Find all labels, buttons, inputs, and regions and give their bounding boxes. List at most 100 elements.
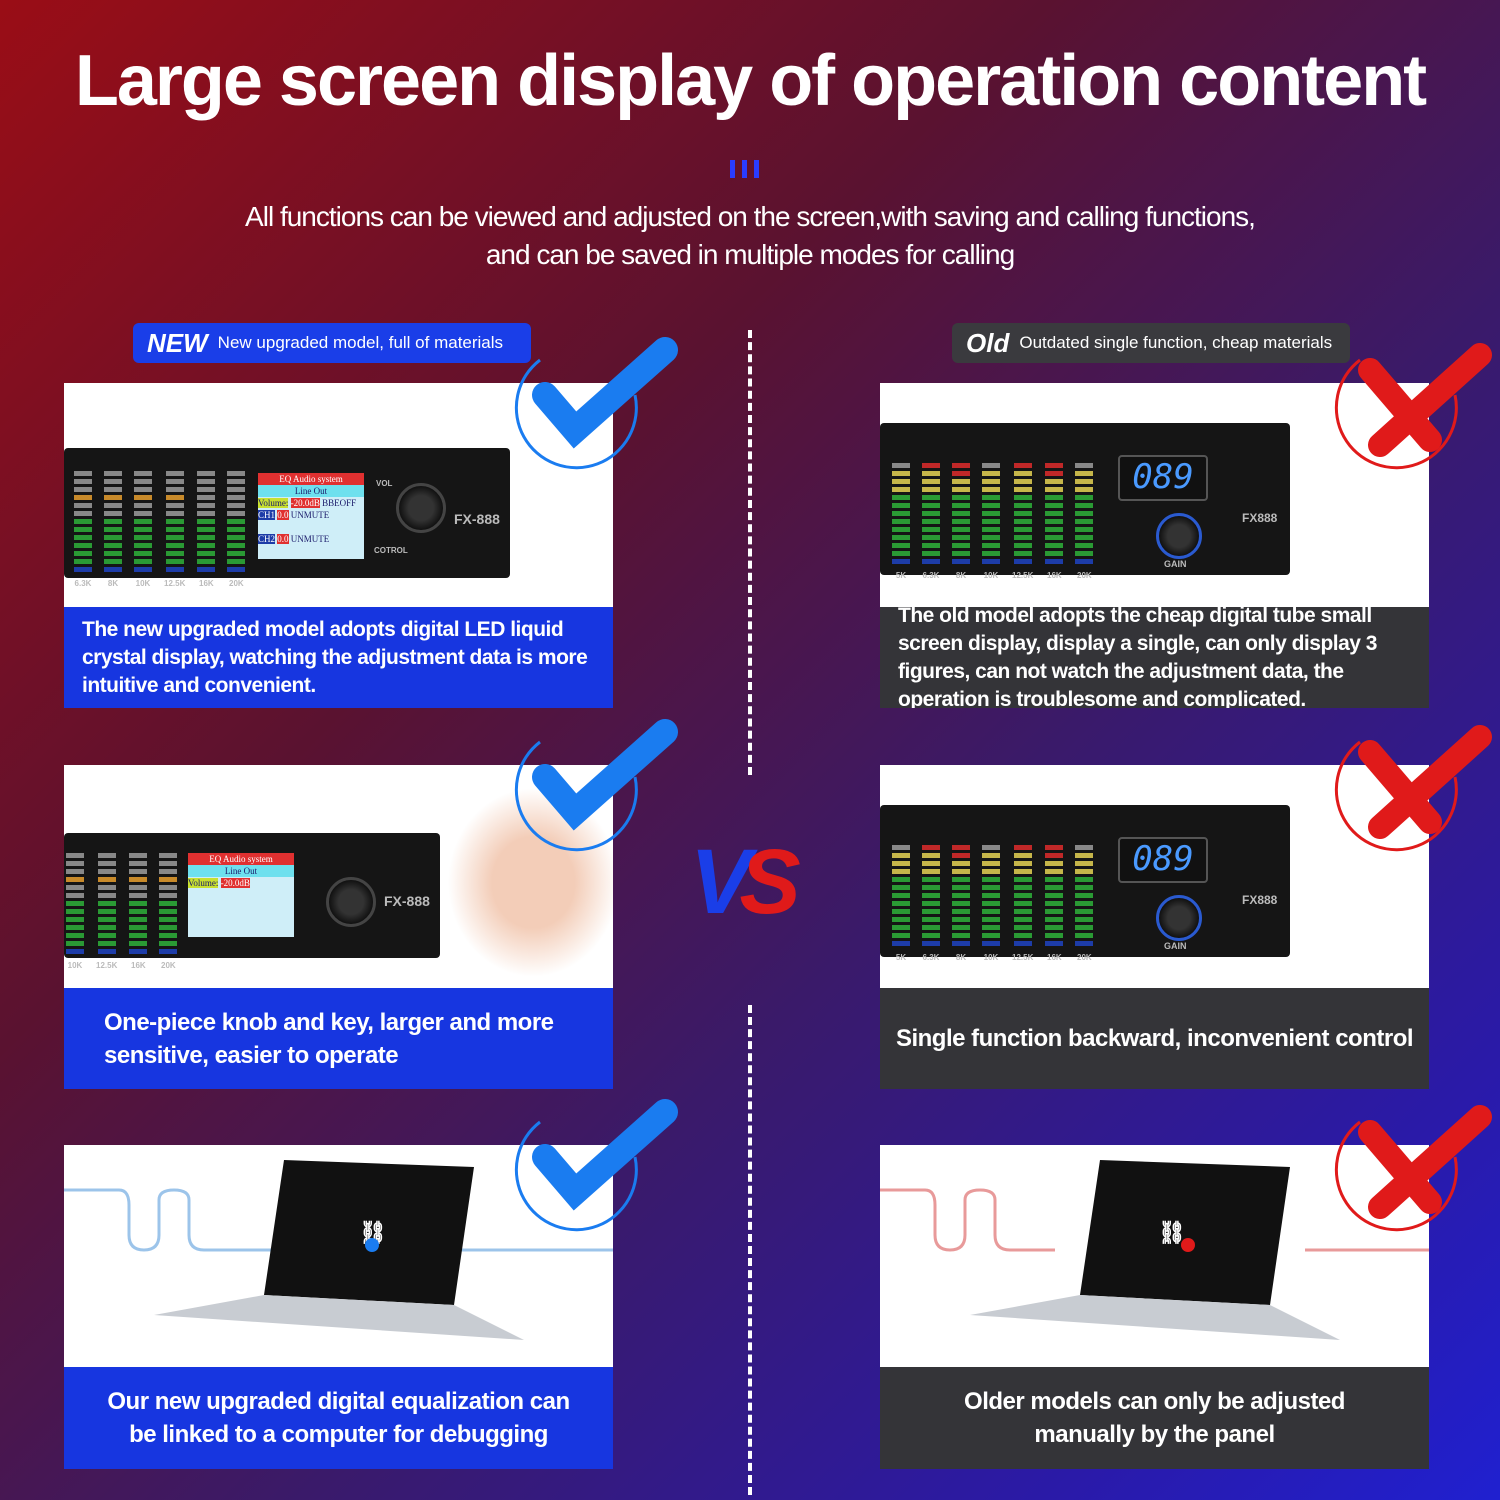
meter-segment: [1013, 925, 1032, 930]
meter-segment: [197, 503, 216, 508]
meter-segment: [892, 853, 910, 858]
meter-segment: [982, 559, 1000, 564]
meter-segment: [159, 925, 178, 930]
meter-segment: [66, 909, 84, 914]
meter-segment: [159, 901, 178, 906]
meter-segment: [104, 487, 122, 492]
meter-segment: [227, 471, 246, 476]
meter-segment: [104, 471, 122, 476]
gain-label: GAIN: [1164, 941, 1187, 951]
caption: One-piece knob and key, larger and more …: [64, 988, 613, 1089]
meter-segment: [1013, 917, 1032, 922]
meter-segment: [952, 519, 970, 524]
meter-segment: [922, 909, 940, 914]
meter-segment: [952, 503, 970, 508]
check-icon: [514, 719, 678, 852]
meter-segment: [982, 535, 1000, 540]
meter-segment: [74, 527, 92, 532]
meter-segment: [165, 543, 184, 548]
meter-segment: [1013, 909, 1032, 914]
meter-segment: [1013, 511, 1032, 516]
subtitle: All functions can be viewed and adjusted…: [0, 198, 1500, 274]
meter-segment: [159, 861, 178, 866]
band-label: 20K: [229, 579, 244, 588]
caption: The old model adopts the cheap digital t…: [880, 604, 1429, 708]
laptop-connected-icon: ⛓: [64, 1160, 613, 1340]
meter-segment: [1075, 917, 1094, 922]
meter-segment: [165, 503, 184, 508]
meter-segment: [74, 551, 92, 556]
meter-segment: [104, 543, 122, 548]
meter-segment: [892, 543, 910, 548]
new-badge-text: New upgraded model, full of materials: [217, 333, 504, 352]
gain-knob: [1156, 895, 1202, 941]
meter-segment: [892, 471, 910, 476]
meter-segment: [892, 909, 910, 914]
meter-segment: [104, 511, 122, 516]
meter-segment: [1045, 869, 1064, 874]
meter-segment: [892, 941, 910, 946]
caption: The new upgraded model adopts digital LE…: [64, 607, 613, 708]
band-label: 16K: [1047, 953, 1062, 962]
meter-segment: [1075, 519, 1094, 524]
meter-segment: [1045, 925, 1064, 930]
meter-segment: [922, 535, 940, 540]
meter-segment: [1045, 519, 1064, 524]
meter-segment: [982, 885, 1000, 890]
meter-segment: [1075, 909, 1094, 914]
meter-segment: [1075, 941, 1094, 946]
meter-segment: [227, 551, 246, 556]
meter-segment: [1075, 495, 1094, 500]
caption: Older models can only be adjusted manual…: [880, 1367, 1429, 1469]
band-column: 12.5K: [1012, 463, 1033, 580]
meter-segment: [922, 519, 940, 524]
meter-segment: [165, 511, 184, 516]
band-label: 12.5K: [164, 579, 186, 588]
meter-segment: [1013, 471, 1032, 476]
meter-segment: [227, 543, 246, 548]
meter-segment: [1045, 933, 1064, 938]
band-label: 10K: [135, 579, 151, 588]
meter-segment: [134, 487, 152, 492]
meter-segment: [97, 925, 116, 930]
meter-segment: [1013, 853, 1032, 858]
meter-segment: [922, 543, 940, 548]
meter-segment: [129, 925, 148, 930]
meter-segment: [97, 933, 116, 938]
meter-segment: [922, 885, 940, 890]
meter-segment: [922, 917, 940, 922]
band-label: 16K: [131, 961, 146, 970]
band-label: 6.3K: [922, 571, 940, 580]
band-column: 5K: [892, 463, 910, 580]
meter-segment: [892, 845, 910, 850]
meter-segment: [66, 901, 84, 906]
meter-segment: [134, 495, 152, 500]
meter-segment: [97, 853, 116, 858]
meter-segment: [159, 877, 178, 882]
meter-segment: [97, 861, 116, 866]
meter-segment: [1075, 877, 1094, 882]
meter-segment: [982, 551, 1000, 556]
meter-segment: [982, 543, 1000, 548]
vol-label: VOL: [376, 479, 393, 488]
band-label: 8K: [955, 953, 967, 962]
meter-segment: [1013, 479, 1032, 484]
model-label: FX888: [1242, 511, 1278, 525]
meter-segment: [952, 543, 970, 548]
meter-segment: [104, 519, 122, 524]
meter-segment: [892, 551, 910, 556]
meter-segment: [66, 933, 84, 938]
meter-segment: [197, 511, 216, 516]
meter-segment: [97, 901, 116, 906]
meter-segment: [952, 901, 970, 906]
meter-segment: [952, 845, 970, 850]
meter-segment: [159, 941, 178, 946]
gain-knob: [1156, 513, 1202, 559]
meter-segment: [165, 487, 184, 492]
meter-segment: [134, 479, 152, 484]
laptop-image: ⛓: [64, 1145, 613, 1367]
meter-segment: [952, 869, 970, 874]
